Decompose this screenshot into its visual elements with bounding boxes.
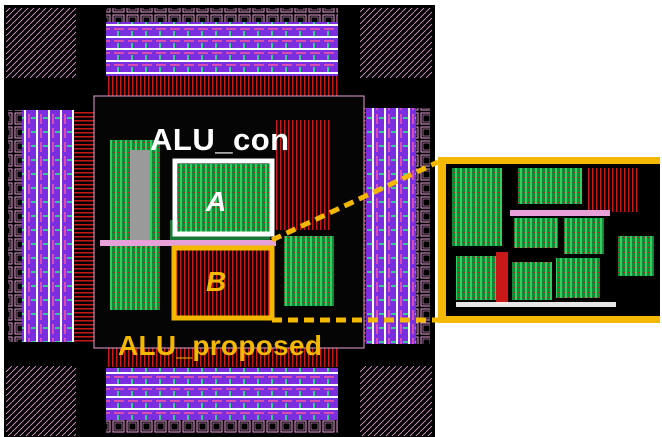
routing-left: [74, 110, 94, 342]
alu-proposed-layout: [176, 250, 272, 316]
zoom-bus: [510, 210, 610, 216]
zoom-block-8: [512, 262, 552, 300]
io-cells-top: [106, 22, 338, 76]
zoom-block-2: [518, 168, 582, 204]
zoom-white-rail: [456, 302, 616, 307]
io-cells-left: [22, 110, 74, 342]
core-block-right-low: [284, 236, 334, 306]
alu-con-label: ALU_con: [150, 122, 290, 157]
corner-cell-bl: [6, 366, 76, 436]
io-cells-right: [366, 108, 416, 344]
zoom-block-9: [556, 258, 600, 298]
corner-cell-tl: [6, 8, 76, 78]
block-a-label: A: [206, 186, 227, 217]
core-block-gray: [130, 150, 150, 240]
alu-proposed-label: ALU_proposed: [118, 330, 323, 361]
zoom-red-bar: [496, 252, 508, 304]
zoom-block-1: [452, 168, 502, 246]
pad-col-right: [416, 108, 430, 344]
pad-row-bottom: [106, 420, 338, 434]
io-cells-bottom: [106, 368, 338, 420]
routing-top: [106, 76, 338, 96]
alu-con-layout: [178, 164, 272, 232]
zoom-block-4: [514, 218, 558, 248]
zoom-block-5: [564, 218, 604, 254]
alu-proposed-box: [171, 245, 275, 321]
core-block-right: [276, 120, 332, 230]
routing-bottom: [106, 345, 338, 367]
zoom-block-3: [588, 168, 640, 212]
core-bus: [100, 240, 276, 246]
zoom-block-6: [618, 236, 654, 276]
alu-con-box: [172, 158, 275, 237]
zoom-line-top: [270, 159, 440, 243]
block-b-label: B: [206, 266, 227, 297]
corner-cell-tr: [360, 8, 432, 78]
pad-col-left: [8, 110, 22, 342]
corner-cell-br: [360, 366, 432, 436]
pad-row-top: [106, 8, 338, 22]
